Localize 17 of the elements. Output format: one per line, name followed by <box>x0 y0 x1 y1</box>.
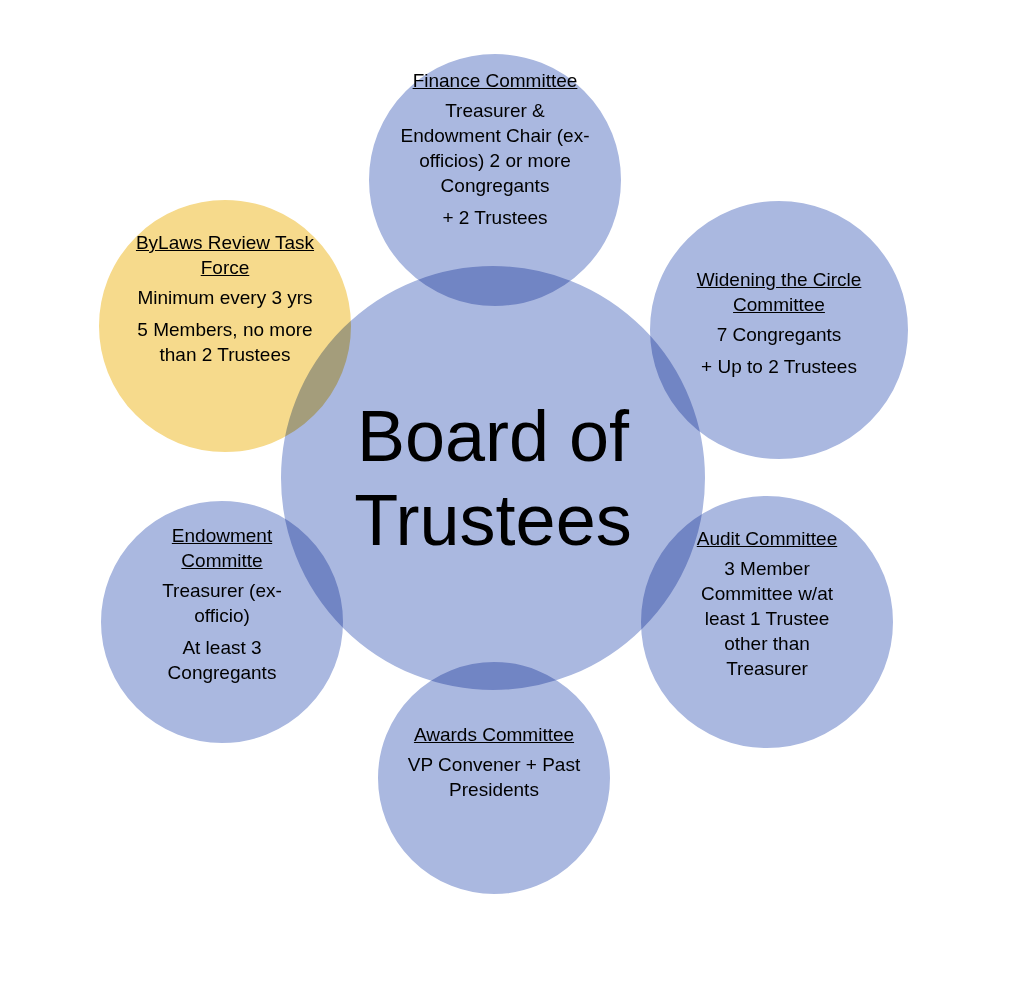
committee-heading: Endowment Committe <box>170 524 274 573</box>
committee-description: Treasurer & Endowment Chair (ex-officios) 2 or more Congregants <box>400 99 590 198</box>
committee-heading: Finance Committee <box>411 69 579 93</box>
committee-description: 7 Congregants <box>715 323 843 347</box>
committee-description: 5 Members, no more than 2 Trustees <box>136 318 314 367</box>
committee-heading: Widening the Circle Committee <box>695 268 863 317</box>
board-title: Board of Trustees <box>353 395 633 562</box>
committee-description: + 2 Trustees <box>441 206 549 230</box>
committee-heading: Awards Committee <box>412 723 576 747</box>
committee-description: + Up to 2 Trustees <box>700 355 858 379</box>
committee-description: At least 3 Congregants <box>166 636 278 685</box>
committee-heading: ByLaws Review Task Force <box>134 231 316 280</box>
committee-description: 3 Member Committee w/at least 1 Trustee other than Treasurer <box>700 557 834 681</box>
committee-description: VP Convener + Past Presidents <box>406 753 582 802</box>
committee-description: Minimum every 3 yrs <box>136 286 314 310</box>
committee-heading: Audit Committee <box>695 527 839 551</box>
committee-description: Treasurer (ex-officio) <box>161 579 283 628</box>
